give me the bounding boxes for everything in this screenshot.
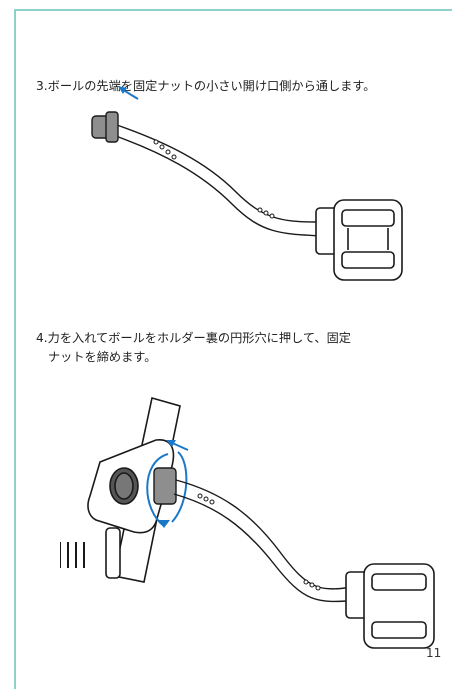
step-4-illustration: [60, 396, 435, 649]
suction-base: [315, 199, 403, 281]
arrow-icon: [166, 440, 189, 451]
fixing-nut: [153, 467, 177, 505]
step-4-text-line1: 力を入れてボールをホルダー裏の円形穴に押して、固定: [47, 331, 351, 345]
cable-ridges: [153, 139, 275, 219]
gooseneck-cable: [109, 123, 327, 237]
fixing-nut: [91, 111, 119, 143]
step-4-number: 4.: [36, 331, 48, 345]
gooseneck-cable: [173, 479, 361, 603]
step-4-instruction: 4.力を入れてボールをホルダー裏の円形穴に押して、固定 ナットを締めます。: [36, 329, 426, 367]
step-3-illustration: [91, 86, 403, 281]
page-frame: [14, 9, 452, 689]
cable-ridges: [197, 493, 321, 591]
page-number: 11: [426, 646, 442, 660]
arrow-icon: [118, 86, 139, 100]
step-4-text-line2: ナットを締めます。: [48, 350, 157, 364]
step-3-instruction: 3.ボールの先端を固定ナットの小さい開け口側から通します。: [36, 77, 446, 96]
suction-base: [345, 563, 435, 649]
step-3-text: ボールの先端を固定ナットの小さい開け口側から通します。: [47, 79, 376, 93]
step-3-number: 3.: [36, 79, 48, 93]
